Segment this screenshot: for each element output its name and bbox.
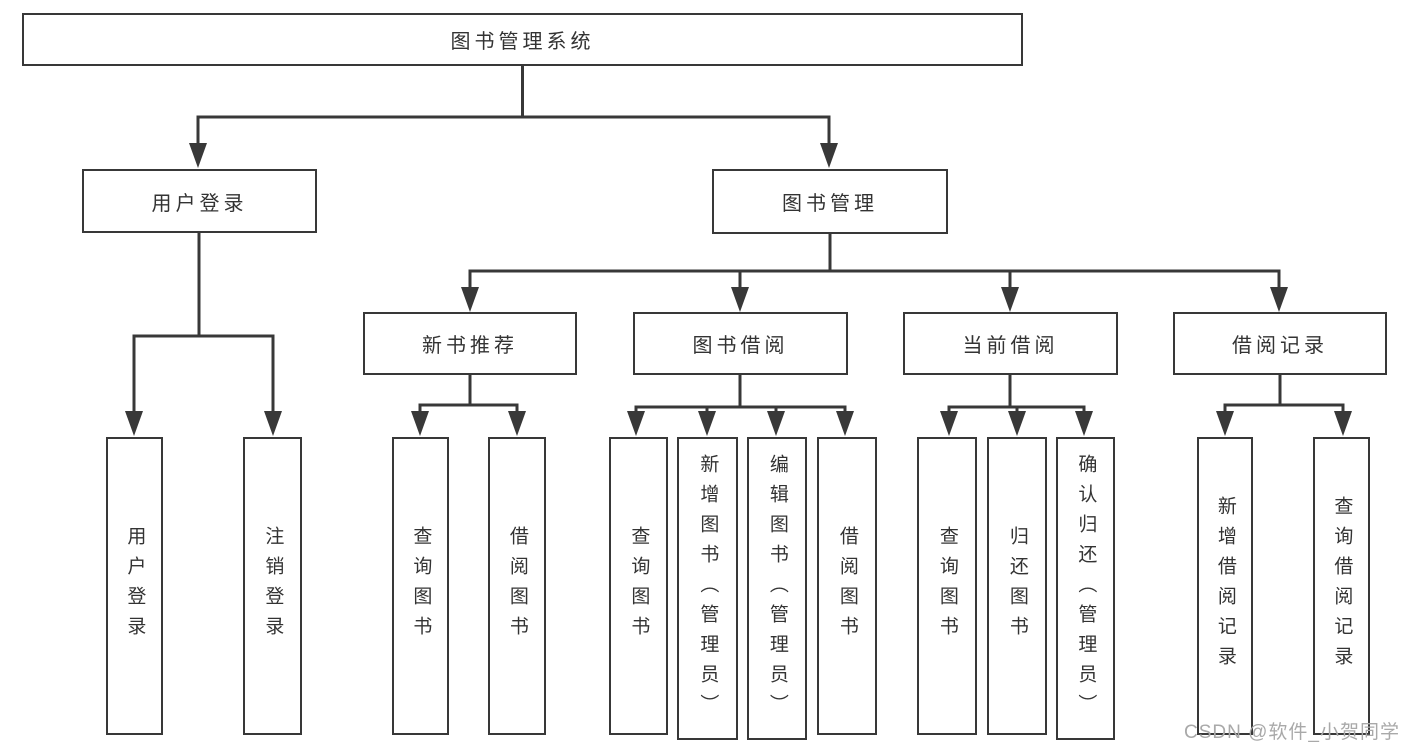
node-user-login-label: 用户登录 bbox=[151, 192, 248, 215]
node-book-borrow: 图书借阅 bbox=[633, 312, 848, 375]
leaf-borrow-books: 借阅图书 bbox=[817, 437, 877, 735]
node-current-borrow-label: 当前借阅 bbox=[962, 335, 1059, 357]
connector-book-borrow-children bbox=[627, 375, 854, 436]
leaf-query-books-borrow-label: 查询图书 bbox=[628, 526, 650, 646]
connector-user-login-children bbox=[125, 233, 282, 436]
connector-borrow-records-children bbox=[1216, 375, 1352, 436]
leaf-confirm-return-admin-label: 确认归还（管理员） bbox=[1075, 453, 1097, 724]
node-current-borrow: 当前借阅 bbox=[903, 312, 1118, 375]
leaf-query-books-borrow: 查询图书 bbox=[609, 437, 668, 735]
node-borrow-records-label: 借阅记录 bbox=[1232, 335, 1328, 357]
node-root-system: 图书管理系统 bbox=[22, 13, 1023, 66]
leaf-query-borrow-record: 查询借阅记录 bbox=[1313, 437, 1370, 735]
leaf-query-books-recommend-label: 查询图书 bbox=[410, 526, 432, 646]
node-book-borrow-label: 图书借阅 bbox=[692, 335, 789, 357]
leaf-query-books-recommend: 查询图书 bbox=[392, 437, 449, 735]
connector-book-management-children bbox=[461, 234, 1288, 312]
leaf-add-books-admin-label: 新增图书（管理员） bbox=[697, 453, 719, 724]
node-root-label: 图书管理系统 bbox=[450, 31, 595, 53]
leaf-query-borrow-record-label: 查询借阅记录 bbox=[1331, 496, 1353, 676]
node-user-login: 用户登录 bbox=[82, 169, 317, 233]
node-new-book-recommend-label: 新书推荐 bbox=[422, 335, 518, 357]
connector-current-borrow-children bbox=[940, 375, 1093, 436]
csdn-watermark: CSDN @软件_小贺同学 bbox=[1184, 722, 1400, 743]
node-new-book-recommend: 新书推荐 bbox=[363, 312, 577, 375]
connector-new-book-recommend-children bbox=[411, 375, 526, 436]
leaf-borrow-books-label: 借阅图书 bbox=[836, 526, 858, 646]
leaf-return-books: 归还图书 bbox=[987, 437, 1047, 735]
node-book-management: 图书管理 bbox=[712, 169, 948, 234]
leaf-logout: 注销登录 bbox=[243, 437, 302, 735]
leaf-user-login-label: 用户登录 bbox=[124, 526, 146, 646]
leaf-query-books-current-label: 查询图书 bbox=[936, 526, 958, 646]
leaf-return-books-label: 归还图书 bbox=[1006, 526, 1028, 646]
connector-root-to-level2 bbox=[189, 66, 838, 168]
leaf-borrow-books-recommend: 借阅图书 bbox=[488, 437, 546, 735]
node-borrow-records: 借阅记录 bbox=[1173, 312, 1387, 375]
leaf-edit-books-admin: 编辑图书（管理员） bbox=[747, 437, 807, 740]
leaf-logout-label: 注销登录 bbox=[262, 526, 284, 646]
leaf-query-books-current: 查询图书 bbox=[917, 437, 977, 735]
leaf-borrow-books-recommend-label: 借阅图书 bbox=[506, 526, 528, 646]
leaf-add-borrow-record: 新增借阅记录 bbox=[1197, 437, 1253, 735]
leaf-add-borrow-record-label: 新增借阅记录 bbox=[1214, 496, 1236, 676]
node-book-management-label: 图书管理 bbox=[782, 193, 878, 215]
leaf-confirm-return-admin: 确认归还（管理员） bbox=[1056, 437, 1115, 740]
leaf-add-books-admin: 新增图书（管理员） bbox=[677, 437, 738, 740]
leaf-edit-books-admin-label: 编辑图书（管理员） bbox=[766, 453, 788, 724]
leaf-user-login: 用户登录 bbox=[106, 437, 163, 735]
